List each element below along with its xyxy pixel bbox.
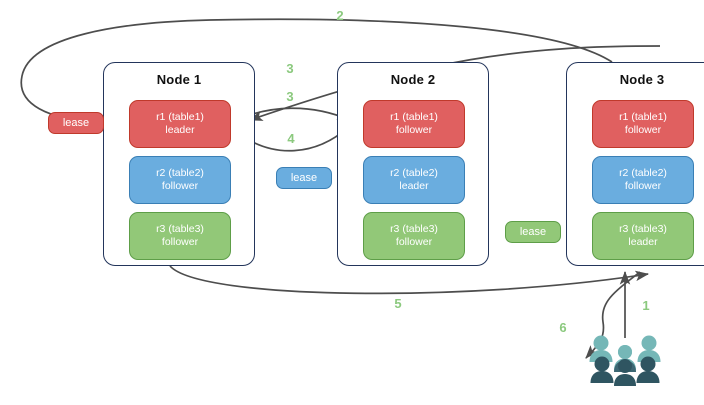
node-card-node1[interactable]: Node 1 r1 (table1) leader r2 (table2) fo… xyxy=(103,62,255,266)
replica-name: r1 (table1) xyxy=(156,111,204,123)
replica-r3[interactable]: r3 (table3) follower xyxy=(363,212,465,260)
replica-role: follower xyxy=(395,236,433,248)
replica-role: follower xyxy=(161,180,199,192)
replica-r1[interactable]: r1 (table1) follower xyxy=(592,100,694,148)
sequence-label-3a: 3 xyxy=(286,61,294,76)
users-group-icon xyxy=(589,335,661,386)
replica-r1[interactable]: r1 (table1) follower xyxy=(363,100,465,148)
replica-name: r2 (table2) xyxy=(390,167,438,179)
replica-role: follower xyxy=(624,124,662,136)
replica-r2[interactable]: r2 (table2) leader xyxy=(363,156,465,204)
replica-role: follower xyxy=(395,124,433,136)
lease-badge-blue[interactable]: lease xyxy=(276,167,332,189)
sequence-label-6: 6 xyxy=(559,320,567,335)
sequence-label-5: 5 xyxy=(394,296,402,311)
replica-name: r3 (table3) xyxy=(619,223,667,235)
replica-r1[interactable]: r1 (table1) leader xyxy=(129,100,231,148)
node-title: Node 2 xyxy=(390,72,436,87)
sequence-label-4: 4 xyxy=(287,131,295,146)
sequence-label-1: 1 xyxy=(642,298,650,313)
node-card-node2[interactable]: Node 2 r1 (table1) follower r2 (table2) … xyxy=(337,62,489,266)
replica-role: follower xyxy=(624,180,662,192)
lease-badge-red[interactable]: lease xyxy=(48,112,104,134)
replica-name: r1 (table1) xyxy=(390,111,438,123)
replica-name: r2 (table2) xyxy=(619,167,667,179)
replica-name: r1 (table1) xyxy=(619,111,667,123)
lease-badge-green[interactable]: lease xyxy=(505,221,561,243)
replica-r2[interactable]: r2 (table2) follower xyxy=(129,156,231,204)
replica-r3[interactable]: r3 (table3) follower xyxy=(129,212,231,260)
replica-r2[interactable]: r2 (table2) follower xyxy=(592,156,694,204)
replica-name: r2 (table2) xyxy=(156,167,204,179)
replica-name: r3 (table3) xyxy=(156,223,204,235)
replica-role: leader xyxy=(628,236,658,248)
node-card-node3[interactable]: Node 3 r1 (table1) follower r2 (table2) … xyxy=(566,62,704,266)
node-title: Node 1 xyxy=(156,72,202,87)
replica-name: r3 (table3) xyxy=(390,223,438,235)
replica-role: follower xyxy=(161,236,199,248)
sequence-label-3b: 3 xyxy=(286,89,294,104)
replica-role: leader xyxy=(165,124,195,136)
arrow-step-5 xyxy=(169,265,650,295)
replica-role: leader xyxy=(399,180,429,192)
replica-r3[interactable]: r3 (table3) leader xyxy=(592,212,694,260)
node-title: Node 3 xyxy=(619,72,665,87)
sequence-label-2: 2 xyxy=(336,8,344,23)
